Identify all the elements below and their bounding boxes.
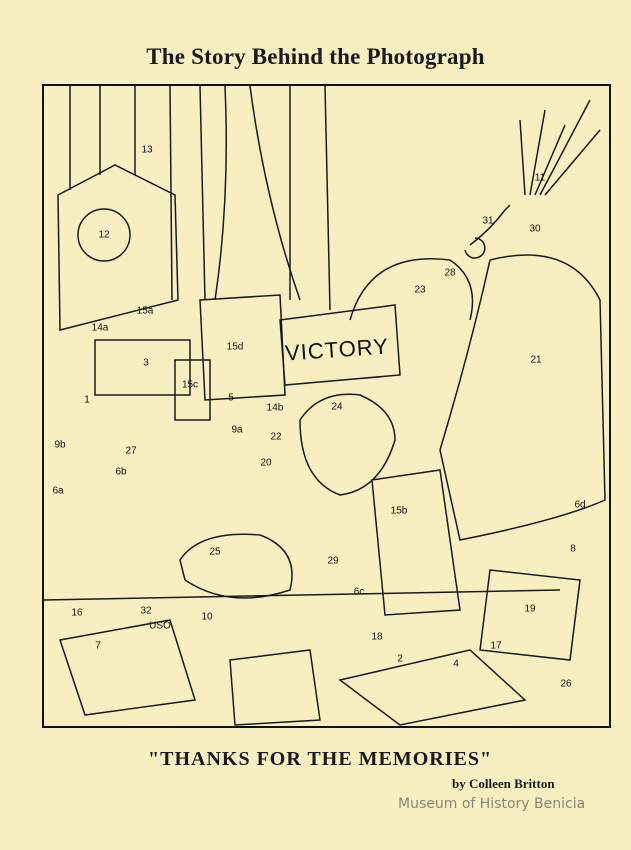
trumpet [464, 204, 511, 259]
label-30: 30 [529, 223, 541, 235]
label-6b: 6b [115, 466, 127, 478]
label-18: 18 [371, 631, 383, 643]
label-6c: 6c [353, 586, 365, 598]
label-21: 21 [530, 354, 542, 366]
label-14a: 14a [91, 322, 109, 334]
author-byline: by Colleen Britton [452, 776, 555, 791]
box-3 [94, 339, 191, 396]
label-19: 19 [524, 603, 536, 615]
paper-7 [59, 619, 196, 716]
helmet-23 [349, 258, 474, 321]
book-19 [479, 569, 581, 661]
flag-stripes [69, 85, 331, 311]
label-23: 23 [414, 284, 426, 296]
label-32: 32 [140, 605, 152, 617]
label-13: 13 [141, 144, 153, 156]
label-7: 7 [95, 640, 101, 652]
label-22: 22 [270, 431, 282, 443]
label-15b: 15b [390, 505, 408, 517]
label-15d: 15d [226, 341, 244, 353]
label-9b: 9b [54, 439, 66, 451]
label-4: 4 [453, 658, 459, 670]
page-title: The Story Behind the Photograph [146, 44, 485, 69]
label-28: 28 [444, 267, 456, 279]
subtitle: "THANKS FOR THE MEMORIES" [148, 748, 493, 770]
label-16: 16 [71, 607, 83, 619]
label-11: 11 [534, 172, 546, 184]
watermark: Museum of History Benicia [398, 796, 586, 812]
flag-drape [214, 85, 301, 301]
label-20: 20 [260, 457, 272, 469]
folder-15b [371, 469, 461, 616]
label-6a: 6a [52, 485, 64, 497]
label-3: 3 [143, 357, 149, 369]
label-14b: 14b [266, 402, 284, 414]
label-2: 2 [397, 653, 403, 665]
label-31: 31 [482, 215, 494, 227]
label-26: 26 [560, 678, 572, 690]
paper-4 [338, 649, 527, 726]
table-edge [43, 589, 561, 601]
label-12: 12 [98, 229, 110, 241]
document-15d [199, 294, 286, 401]
brush [519, 99, 601, 196]
label-9a: 9a [231, 424, 243, 436]
coat-21 [439, 254, 606, 541]
gas-mask [299, 393, 396, 496]
clock [57, 164, 179, 331]
label-29: 29 [327, 555, 339, 567]
label-5: 5 [228, 392, 234, 404]
label-15a: 15a [136, 305, 154, 317]
label-6d: 6d [574, 499, 586, 511]
label-1: 1 [84, 394, 90, 406]
label-10: 10 [201, 611, 213, 623]
victory-sign [279, 304, 401, 386]
label-27: 27 [125, 445, 137, 457]
label-uso: USO [149, 620, 171, 632]
paper-2 [229, 649, 321, 726]
label-25: 25 [209, 546, 221, 558]
label-24: 24 [331, 401, 343, 413]
hat-25 [179, 533, 293, 599]
card-15c [174, 359, 211, 421]
label-17: 17 [490, 640, 502, 652]
label-8: 8 [570, 543, 576, 555]
label-15c: 15c [181, 379, 199, 391]
illustration-frame [42, 84, 611, 728]
